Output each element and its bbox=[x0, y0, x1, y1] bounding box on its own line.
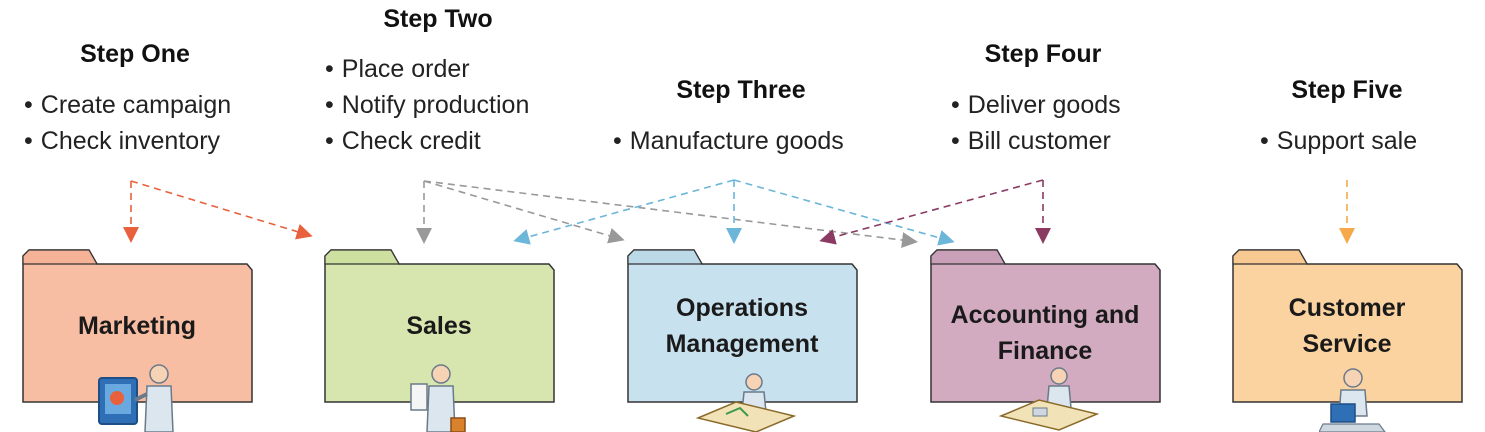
step-four-item: Bill customer bbox=[951, 123, 1121, 159]
department-name-line: Service bbox=[1302, 330, 1392, 358]
folder-icon bbox=[930, 249, 1161, 403]
folder-icon bbox=[1232, 249, 1463, 403]
step-two-item: Notify production bbox=[325, 87, 530, 123]
department-label: Customer Service bbox=[1231, 290, 1463, 362]
folder-sales: Sales bbox=[323, 248, 555, 432]
folder-icon bbox=[324, 249, 555, 403]
step-five-title: Step Five bbox=[1291, 76, 1403, 104]
step-four-item: Deliver goods bbox=[951, 87, 1121, 123]
department-label: Accounting and Finance bbox=[929, 297, 1161, 369]
arrow-step-two bbox=[423, 180, 918, 248]
step-one-item: Check inventory bbox=[24, 123, 231, 159]
arrow-step-two bbox=[423, 180, 625, 244]
department-name-line: Operations bbox=[676, 294, 808, 322]
step-two-list: Place order Notify production Check cred… bbox=[325, 51, 530, 159]
folder-customer-service: Customer Service bbox=[1231, 248, 1463, 432]
accountant-desk-icon bbox=[999, 367, 1099, 431]
step-five-list: Support sale bbox=[1260, 123, 1417, 159]
department-name-line: Sales bbox=[406, 312, 472, 340]
arrow-step-four bbox=[819, 179, 1044, 245]
step-five-item: Support sale bbox=[1260, 123, 1417, 159]
step-one-list: Create campaign Check inventory bbox=[24, 87, 231, 159]
marketer-figure-icon bbox=[98, 364, 174, 432]
department-name-line: Management bbox=[665, 330, 819, 358]
department-name-line: Marketing bbox=[77, 312, 197, 340]
folder-icon bbox=[22, 249, 253, 403]
salesperson-figure-icon bbox=[410, 364, 466, 432]
step-two-item: Place order bbox=[325, 51, 529, 87]
step-two-title: Step Two bbox=[383, 5, 493, 33]
arrow-step-three bbox=[513, 179, 735, 245]
department-name-line: Finance bbox=[997, 337, 1093, 365]
step-one-title: Step One bbox=[80, 40, 190, 68]
step-two-item: Check credit bbox=[325, 123, 529, 159]
step-one-item: Create campaign bbox=[24, 87, 231, 123]
arrow-step-three bbox=[733, 179, 955, 246]
support-agent-icon bbox=[1319, 368, 1386, 432]
department-name-line: Customer bbox=[1288, 294, 1406, 322]
arrow-step-one bbox=[130, 180, 313, 240]
department-label: Operations Management bbox=[626, 290, 858, 362]
folder-marketing: Marketing bbox=[21, 248, 253, 432]
folder-icon bbox=[627, 249, 858, 403]
step-three-title: Step Three bbox=[676, 76, 806, 104]
step-four-title: Step Four bbox=[984, 40, 1102, 68]
step-three-list: Manufacture goods bbox=[613, 123, 844, 159]
step-four-list: Deliver goods Bill customer bbox=[951, 87, 1121, 159]
operations-desk-icon bbox=[696, 373, 796, 432]
step-three-item: Manufacture goods bbox=[613, 123, 844, 159]
folder-accounting: Accounting and Finance bbox=[929, 248, 1161, 432]
department-name-line: Accounting and bbox=[950, 301, 1140, 329]
department-label: Sales bbox=[323, 308, 555, 344]
folder-operations: Operations Management bbox=[626, 248, 858, 432]
department-label: Marketing bbox=[21, 308, 253, 344]
